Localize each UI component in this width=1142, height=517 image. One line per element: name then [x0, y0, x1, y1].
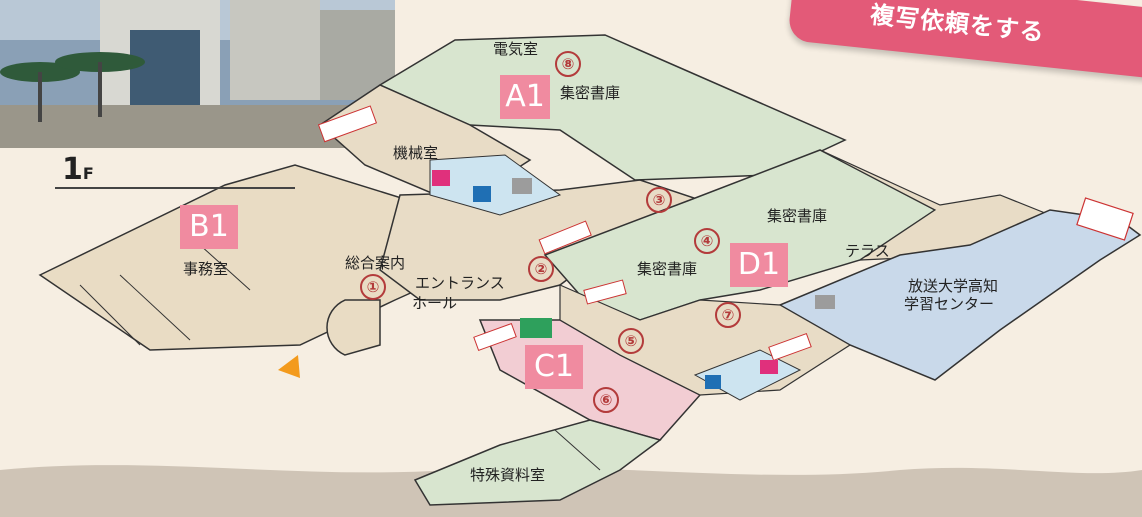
floor-indicator: 1F	[62, 152, 94, 187]
elevator-icon	[512, 178, 532, 194]
room-jimushitsu: 事務室	[183, 260, 229, 278]
room-shumitsu-d1-upper: 集密書庫	[767, 207, 828, 225]
you-are-here-icon	[278, 355, 300, 378]
restroom-male-icon	[705, 375, 721, 389]
marker-6[interactable]: ⑥	[593, 387, 619, 413]
b1-wall	[199, 244, 251, 291]
floor-divider	[55, 187, 295, 189]
room-terrace: テラス	[845, 242, 890, 260]
zone-c1-badge: C1	[525, 345, 583, 389]
zone-a1-badge: A1	[500, 75, 550, 119]
marker-8[interactable]: ⑧	[555, 51, 581, 77]
room-hoso-1: 放送大学高知	[908, 277, 999, 295]
b1-wall	[119, 274, 191, 341]
room-sogo-annai: 総合案内	[345, 254, 406, 272]
restroom-female-icon	[432, 170, 450, 186]
stairs-icon	[317, 105, 812, 362]
room-hoso-2: 学習センター	[904, 295, 995, 313]
hoso-center	[778, 209, 1142, 381]
special-wall	[554, 429, 601, 471]
zone-d1-badge: D1	[730, 243, 788, 287]
marker-4[interactable]: ④	[694, 228, 720, 254]
room-denkishitsu: 電気室	[493, 40, 539, 58]
building-photo-graphic	[0, 0, 395, 148]
machine-room-restrooms	[429, 154, 562, 216]
restroom-female-icon	[760, 360, 778, 374]
zone-b1-badge: B1	[180, 205, 238, 249]
floor-suffix: F	[82, 164, 94, 183]
special-archive	[413, 419, 662, 506]
stairs-east	[1076, 197, 1134, 241]
marker-2[interactable]: ②	[528, 256, 554, 282]
room-tokushu: 特殊資料室	[470, 466, 546, 484]
marker-1[interactable]: ①	[360, 274, 386, 300]
marker-5[interactable]: ⑤	[618, 328, 644, 354]
restroom-male-icon	[473, 186, 491, 202]
room-shumitsu-d1: 集密書庫	[637, 260, 698, 278]
room-entrance-1: エントランス	[415, 274, 505, 292]
elevator-icon	[815, 295, 835, 309]
accessible-toilet-icon	[520, 318, 552, 338]
room-entrance-2: ホール	[412, 294, 458, 312]
marker-7[interactable]: ⑦	[715, 302, 741, 328]
entrance-porch	[326, 299, 381, 356]
room-shumitsu-a1: 集密書庫	[560, 84, 621, 102]
b1-wall	[79, 284, 141, 346]
floor-number: 1	[62, 152, 83, 187]
building-photo	[0, 0, 395, 148]
room-kikaishitsu: 機械室	[393, 144, 439, 162]
marker-3[interactable]: ③	[646, 187, 672, 213]
